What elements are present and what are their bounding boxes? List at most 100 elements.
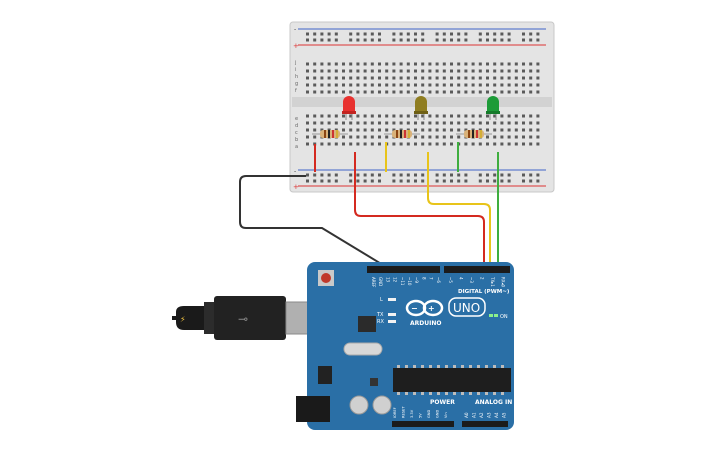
rail-hole [507, 173, 511, 177]
breadboard-hole [385, 62, 389, 66]
breadboard-hole [514, 142, 518, 146]
yellow-led[interactable] [414, 96, 428, 120]
breadboard-hole [378, 142, 381, 146]
breadboard-hole [370, 142, 374, 146]
chip-pin [413, 392, 416, 395]
breadboard-hole [320, 90, 324, 94]
usb-cable[interactable]: ⚡ ⊸ [172, 296, 325, 340]
chip-pin [429, 365, 432, 368]
breadboard-hole [370, 135, 374, 139]
yellow-wire[interactable] [427, 152, 491, 268]
rail-hole [457, 38, 461, 42]
breadboard-hole [306, 135, 309, 139]
resistor-band [472, 130, 474, 138]
breadboard-hole [514, 83, 518, 87]
breadboard-hole [406, 76, 410, 80]
power-pin-label: RESET [402, 406, 406, 418]
breadboard-hole [500, 135, 504, 139]
breadboard-hole [414, 62, 417, 66]
breadboard-hole [522, 90, 525, 94]
breadboard-hole [500, 90, 504, 94]
breadboard-hole [414, 142, 417, 146]
rail-hole [522, 32, 525, 36]
breadboard-hole [529, 114, 533, 118]
rail-hole [399, 32, 403, 36]
ground-wire[interactable] [239, 175, 389, 269]
row-letter: b [295, 137, 298, 143]
resistor-band [332, 130, 334, 138]
rail-hole [414, 173, 417, 177]
rail-hole [486, 38, 489, 42]
breadboard-hole [442, 114, 446, 118]
breadboard-hole [313, 135, 317, 139]
breadboard-hole [392, 76, 396, 80]
breadboard-hole [421, 69, 425, 73]
breadboard-hole [450, 62, 453, 66]
breadboard-hole [457, 69, 461, 73]
breadboard-hole [334, 76, 338, 80]
power-jack[interactable] [296, 396, 330, 422]
breadboard-hole [378, 114, 381, 118]
power-pin-label: IOREF [393, 407, 397, 418]
reset-button-cap[interactable] [321, 273, 331, 283]
red-led[interactable] [342, 96, 356, 120]
breadboard-hole [306, 83, 309, 87]
rail-hole [356, 32, 360, 36]
breadboard-hole [313, 121, 317, 125]
breadboard-hole [500, 76, 504, 80]
breadboard-hole [457, 83, 461, 87]
breadboard-hole [507, 90, 511, 94]
capacitor-1 [349, 395, 369, 415]
digital-label: DIGITAL (PWM~) [458, 289, 510, 295]
breadboard-hole [327, 83, 331, 87]
chip-pin [485, 365, 488, 368]
breadboard-hole [514, 76, 518, 80]
breadboard-hole [414, 128, 417, 132]
breadboard-hole [471, 76, 475, 80]
rail-hole [378, 32, 381, 36]
breadboard-hole [414, 76, 417, 80]
breadboard-hole [536, 69, 540, 73]
rail-hole [522, 173, 525, 177]
usb-controller-chip [358, 316, 376, 332]
breadboard-hole [478, 121, 482, 125]
breadboard-hole [442, 135, 446, 139]
red-wire[interactable] [354, 152, 485, 268]
rail-hole [370, 32, 374, 36]
rail-hole [334, 173, 338, 177]
row-letters-top: j i h g f [294, 60, 298, 94]
breadboard-hole [493, 90, 497, 94]
small-component [370, 378, 378, 386]
breadboard-hole [313, 83, 317, 87]
breadboard-hole [493, 121, 497, 125]
rail-hole [406, 179, 410, 183]
breadboard-hole [406, 142, 410, 146]
breadboard-hole [342, 142, 345, 146]
breadboard-hole [421, 83, 425, 87]
rail-hole [522, 38, 525, 42]
logo-loop-right [422, 299, 444, 317]
resistor-3[interactable] [456, 130, 492, 138]
breadboard-hole [356, 121, 360, 125]
breadboard-hole [421, 135, 425, 139]
green-led[interactable] [486, 96, 500, 120]
breadboard-hole [507, 121, 511, 125]
digital-pin-label: ~9 [414, 277, 419, 283]
resistor-2[interactable] [384, 130, 420, 138]
analog-pin-label: A2 [479, 412, 484, 418]
rail-hole [450, 173, 453, 177]
breadboard-hole [529, 83, 533, 87]
breadboard-hole [334, 69, 338, 73]
breadboard-hole [320, 114, 324, 118]
breadboard-hole [507, 128, 511, 132]
breadboard-hole [464, 121, 468, 125]
breadboard-hole [507, 142, 511, 146]
breadboard-hole [399, 62, 403, 66]
resistor-1[interactable] [312, 130, 348, 138]
breadboard-hole [478, 114, 482, 118]
breadboard-hole [507, 135, 511, 139]
breadboard-hole [500, 128, 504, 132]
breadboard-hole [320, 62, 324, 66]
